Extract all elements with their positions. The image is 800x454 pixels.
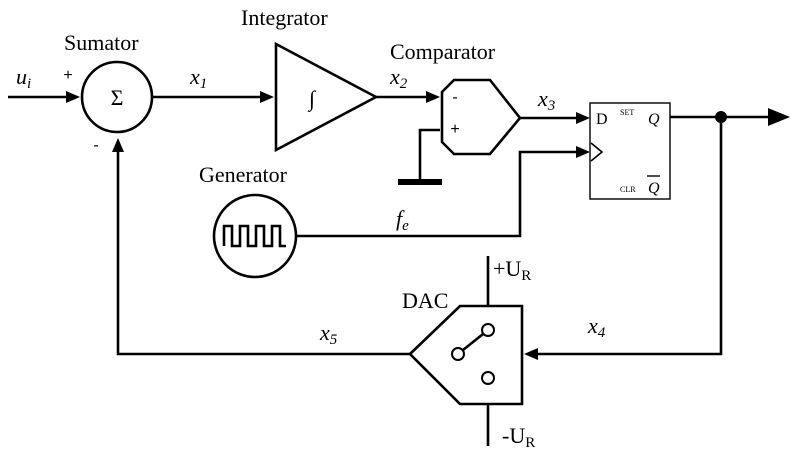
flipflop-q-pin: Q: [648, 111, 660, 128]
signal-ui-label: ui: [16, 64, 31, 92]
flipflop-clr-pin: CLR: [620, 185, 636, 194]
integrator-triangle: [274, 41, 379, 153]
flipflop-qbar-pin: Q: [648, 180, 660, 197]
dac-neg-contact: [481, 371, 495, 385]
sumator-label: Sumator: [64, 30, 139, 55]
dac-label: DAC: [402, 288, 448, 313]
signal-x5-label: x5: [319, 320, 338, 348]
dac-pos-contact: [481, 323, 495, 337]
signal-x4-label: x4: [587, 313, 606, 341]
x4-feedback-wire: [538, 117, 723, 356]
dac-switch-arm: [462, 332, 484, 352]
clock-input-triangle: [590, 142, 604, 162]
comparator-label: Comparator: [390, 39, 496, 64]
square-wave-icon: [222, 224, 286, 248]
clock-wire: [296, 150, 576, 238]
flipflop-set-pin: SET: [620, 108, 634, 117]
x2-arrowhead: [426, 91, 440, 103]
signal-fe-label: fe: [396, 206, 409, 234]
pos-ref-label: +UR: [493, 256, 531, 284]
comparator-ground-wire: [418, 128, 440, 182]
input-arrowhead: [66, 91, 80, 103]
integral-symbol: ∫: [307, 86, 317, 112]
signal-x1-label: x1: [189, 64, 207, 92]
sumator-circle: [80, 60, 154, 134]
sumator-minus-sign: -: [93, 137, 98, 154]
dac-shape: [408, 304, 524, 406]
sigma-symbol: Σ: [111, 85, 124, 110]
x5-arrowhead: [112, 138, 124, 152]
neg-ref-label: -UR: [502, 423, 535, 451]
clock-arrowhead: [576, 146, 590, 158]
comparator-shape: [440, 78, 522, 156]
signal-x2-label: x2: [389, 64, 408, 92]
output-arrowhead: [768, 108, 790, 126]
comparator-minus-sign: -: [452, 89, 457, 106]
x1-arrowhead: [260, 91, 274, 103]
x4-arrowhead: [524, 348, 538, 360]
integrator-label: Integrator: [241, 5, 328, 30]
signal-x3-label: x3: [537, 86, 555, 114]
sumator-plus-sign: +: [63, 67, 72, 84]
flipflop-box: [589, 102, 671, 200]
x5-feedback-wire: [116, 152, 410, 356]
flipflop-d-pin: D: [596, 111, 608, 128]
generator-label: Generator: [199, 162, 288, 187]
dac-common-contact: [451, 347, 465, 361]
x3-arrowhead: [576, 112, 590, 124]
comparator-plus-sign: +: [450, 121, 459, 138]
